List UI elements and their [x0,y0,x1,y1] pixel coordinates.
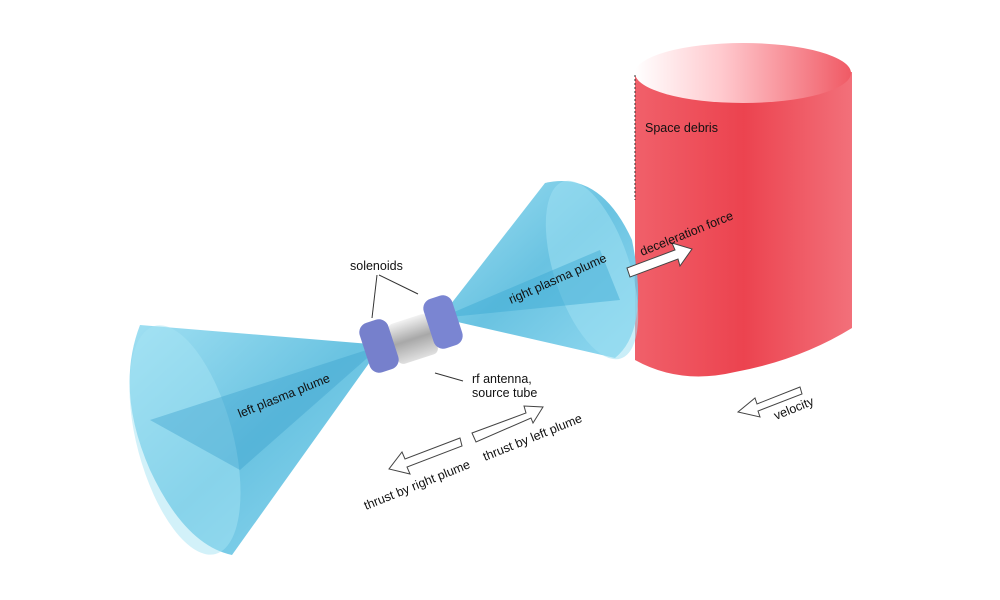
solenoid-right [423,295,463,349]
thrust-right-plume-label: thrust by right plume [362,457,472,512]
space-debris-cylinder [634,43,852,377]
thrust-left-plume-arrow-icon [471,405,544,443]
deceleration-arrow-icon [626,242,693,278]
rf-antenna-label: rf antenna, [472,372,532,386]
right-plasma-plume-cone [440,180,639,360]
left-plasma-plume-cone [129,325,382,555]
source-tube [388,314,438,364]
velocity-arrow-icon [736,386,803,418]
leader-lines [371,274,464,382]
thruster-assembly [359,295,463,373]
space-debris-label: Space debris [645,121,718,135]
thrust-right-plume-arrow-icon [388,437,463,475]
solenoid-left [359,319,399,373]
source-tube-label: source tube [472,386,537,400]
solenoids-label: solenoids [350,259,403,273]
